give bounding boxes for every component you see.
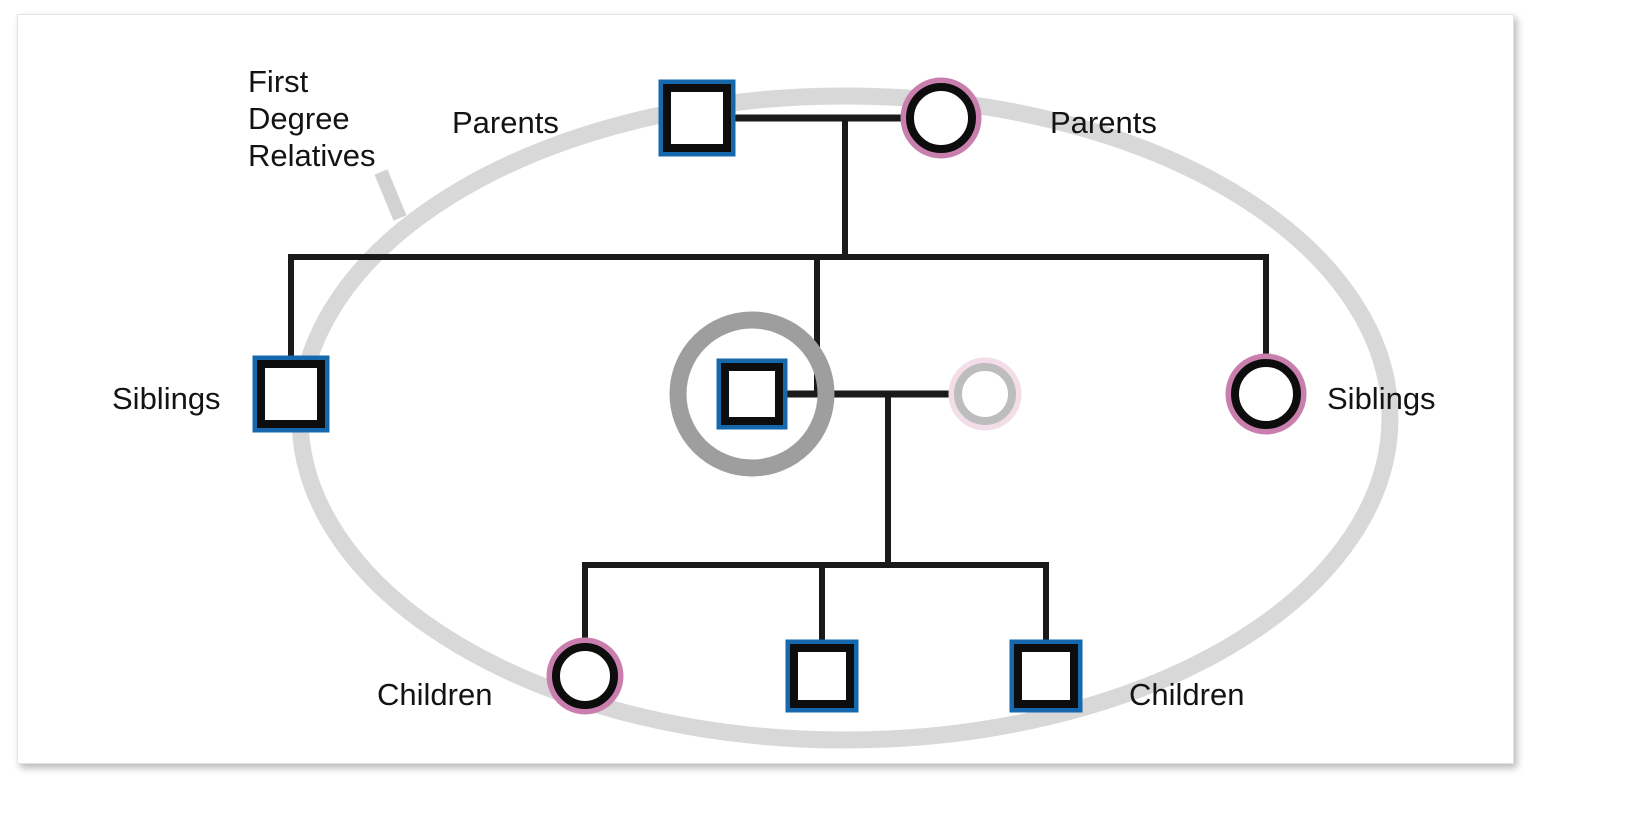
symbol-spouse-faded[interactable] (948, 357, 1022, 431)
male-square-inner (1014, 644, 1078, 708)
male-square-inner (721, 363, 783, 425)
label-siblings-right: Siblings (1327, 381, 1436, 416)
label-children-left: Children (377, 677, 493, 712)
proband-highlight-ring (669, 311, 835, 477)
label-children-right: Children (1129, 677, 1245, 712)
female-circle-inner (552, 643, 618, 709)
female-circle-inner (906, 83, 976, 153)
symbol-child-1[interactable] (546, 637, 624, 715)
label-parents-left: Parents (452, 105, 559, 140)
female-circle-inner (1231, 359, 1301, 429)
label-first-degree-relatives: First Degree Relatives (248, 64, 376, 173)
symbol-mother[interactable] (900, 77, 982, 159)
symbol-proband[interactable] (716, 358, 788, 430)
symbol-sibling-left[interactable] (252, 355, 330, 433)
pedigree-symbols (252, 77, 1307, 715)
label-siblings-left: Siblings (112, 381, 221, 416)
male-square-inner (790, 644, 854, 708)
symbol-father[interactable] (658, 79, 736, 157)
label-parents-right: Parents (1050, 105, 1157, 140)
symbol-sibling-right[interactable] (1225, 353, 1307, 435)
male-square-inner (663, 84, 731, 152)
connector-lines (288, 114, 1269, 646)
female-circle-inner-faded (954, 363, 1016, 425)
symbol-child-2[interactable] (785, 639, 859, 713)
symbol-child-3[interactable] (1009, 639, 1083, 713)
first-degree-relatives-pointer-icon (374, 169, 407, 221)
male-square-inner (257, 360, 325, 428)
